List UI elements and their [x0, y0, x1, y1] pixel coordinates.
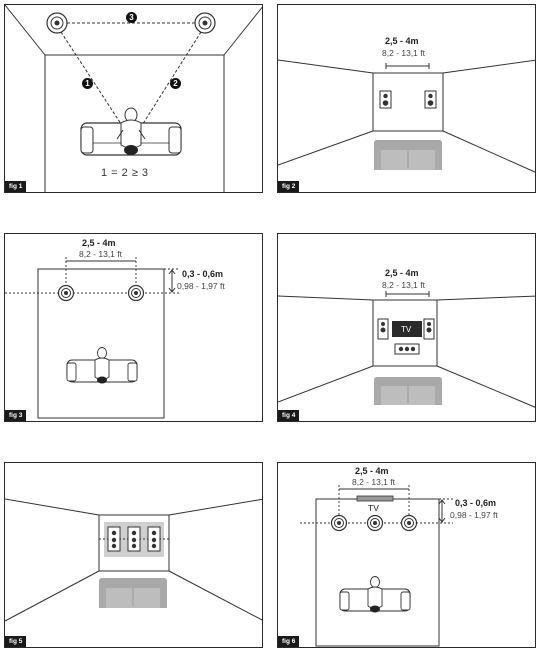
room-top-view-drawing: [5, 257, 180, 419]
width-distance-feet: 8,2 - 13,1 ft: [352, 477, 395, 487]
width-distance-feet: 8,2 - 13,1 ft: [79, 249, 122, 259]
speaker-left-icon: [57, 284, 75, 302]
figure-2-panel: 2,5 - 4m 8,2 - 13,1 ft fig 2: [277, 4, 536, 193]
sofa-with-listener-icon: [339, 576, 411, 613]
tv-label: TV: [401, 325, 412, 334]
center-speaker-icon: [394, 343, 420, 355]
sofa-icon: [374, 377, 442, 405]
figure-6-panel: 2,5 - 4m 8,2 - 13,1 ft TV 0,3 - 0,6m 0,9…: [277, 462, 536, 648]
room-front-wall-speakers-drawing: [278, 59, 535, 173]
sofa-icon: [99, 578, 167, 608]
marker-1: 1: [82, 78, 93, 89]
height-distance-meters: 0,3 - 0,6m: [182, 269, 224, 279]
figure-label: fig 1: [5, 180, 27, 192]
width-distance-meters: 2,5 - 4m: [82, 238, 116, 248]
height-distance-feet: 0,98 - 1,97 ft: [177, 281, 225, 291]
figure-label: fig 5: [5, 635, 27, 647]
width-distance-meters: 2,5 - 4m: [385, 36, 419, 46]
width-distance-feet: 8,2 - 13,1 ft: [382, 280, 425, 290]
width-distance-meters: 2,5 - 4m: [355, 466, 389, 476]
speaker-right-icon: [400, 514, 418, 532]
tv-label: TV: [368, 503, 379, 513]
center-speaker-icon: [366, 514, 384, 532]
figure-1-panel: 3 1 2 1 = 2 ≥ 3 fig 1: [4, 4, 263, 193]
figure-4-panel: 2,5 - 4m 8,2 - 13,1 ft TV fig 4: [277, 233, 536, 422]
figure-5-panel: fig 5: [4, 462, 263, 648]
sofa-icon: [374, 140, 442, 170]
height-distance-meters: 0,3 - 0,6m: [455, 498, 497, 508]
speaker-left-icon: [377, 318, 389, 340]
room-front-wall-in-wall-speakers-drawing: [5, 498, 262, 622]
speaker-left-icon: [330, 514, 348, 532]
tv-screen-icon: [392, 321, 422, 337]
figure-label: fig 6: [278, 635, 300, 647]
speaker-left-icon: [107, 526, 121, 552]
sofa-with-listener-icon: [66, 347, 138, 384]
figure-label: fig 3: [5, 409, 27, 421]
marker-3: 3: [126, 12, 137, 23]
speaker-right-icon: [147, 526, 161, 552]
width-distance-meters: 2,5 - 4m: [385, 268, 419, 278]
figure-label: fig 4: [278, 409, 300, 421]
speaker-right-icon: [194, 12, 216, 34]
speaker-right-icon: [424, 90, 437, 109]
tv-bar-icon: [356, 495, 394, 502]
height-distance-feet: 0,98 - 1,97 ft: [450, 510, 498, 520]
distance-equation: 1 = 2 ≥ 3: [101, 167, 149, 179]
sofa-with-listener-icon: [80, 107, 182, 156]
speaker-right-icon: [127, 284, 145, 302]
room-front-wall-tv-drawing: [278, 291, 535, 408]
speaker-left-icon: [46, 12, 68, 34]
speaker-left-icon: [379, 90, 392, 109]
figure-3-panel: 2,5 - 4m 8,2 - 13,1 ft 0,3 - 0,6m 0,98 -…: [4, 233, 263, 422]
speaker-right-icon: [423, 318, 435, 340]
width-distance-feet: 8,2 - 13,1 ft: [382, 48, 425, 58]
center-speaker-icon: [127, 526, 141, 552]
marker-2: 2: [170, 78, 181, 89]
room-top-view-tv-drawing: [300, 485, 453, 647]
room-perspective-top-drawing: [5, 5, 262, 192]
figure-label: fig 2: [278, 180, 300, 192]
